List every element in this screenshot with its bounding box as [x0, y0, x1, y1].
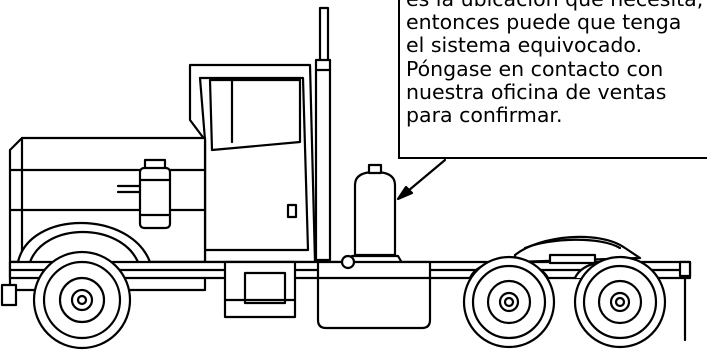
callout-text-line: el sistema equivocado.	[406, 33, 643, 57]
callout-text-line: entonces puede que tenga	[406, 10, 682, 34]
callout-text-line: nuestra oficina de ventas	[406, 80, 667, 104]
callout-text-line: es la ubicación que necesita,	[406, 0, 703, 11]
callout-arrow	[396, 158, 447, 201]
air-tank	[343, 163, 407, 270]
front-wheel	[32, 250, 132, 350]
fifth-wheel	[513, 235, 642, 265]
rear-wheel-1	[462, 255, 556, 349]
battery-box	[223, 260, 297, 319]
front-bumper	[0, 283, 18, 307]
callout-text-line: Póngase en contacto con	[406, 57, 664, 81]
fuel-tank	[316, 254, 432, 330]
rear-wheel-2	[573, 255, 667, 349]
cab	[188, 63, 317, 264]
air-cleaner	[116, 158, 172, 230]
exhaust-stack	[314, 6, 332, 262]
callout-text-line: para confirmar.	[406, 103, 563, 127]
callout-box: es la ubicación que necesita, entonces p…	[398, 0, 707, 159]
